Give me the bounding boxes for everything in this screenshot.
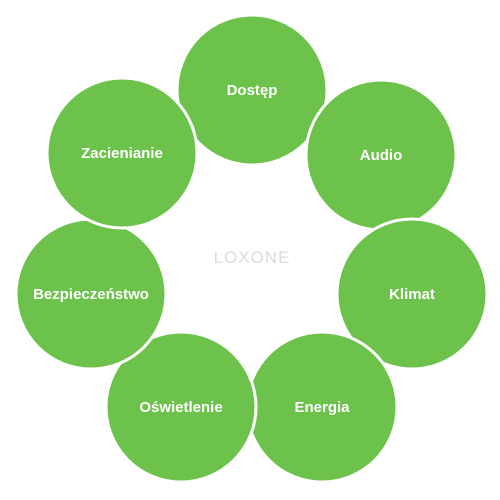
segment-7-label: Zacienianie — [81, 145, 163, 162]
loxone-watermark: LOXONE — [214, 248, 291, 267]
segment-5-circle — [104, 330, 258, 484]
segment-4-label: Energia — [294, 399, 350, 416]
segment-3-label: Klimat — [389, 286, 435, 303]
segment-5-label: Oświetlenie — [139, 399, 222, 416]
segment-3-circle — [335, 217, 489, 371]
segment-7-circle — [45, 76, 199, 230]
segment-1-circle — [175, 13, 329, 167]
segment-1-label: Dostęp — [227, 82, 278, 99]
segment-6-label: Bezpieczeństwo — [33, 286, 149, 303]
segment-2-label: Audio — [360, 147, 403, 164]
